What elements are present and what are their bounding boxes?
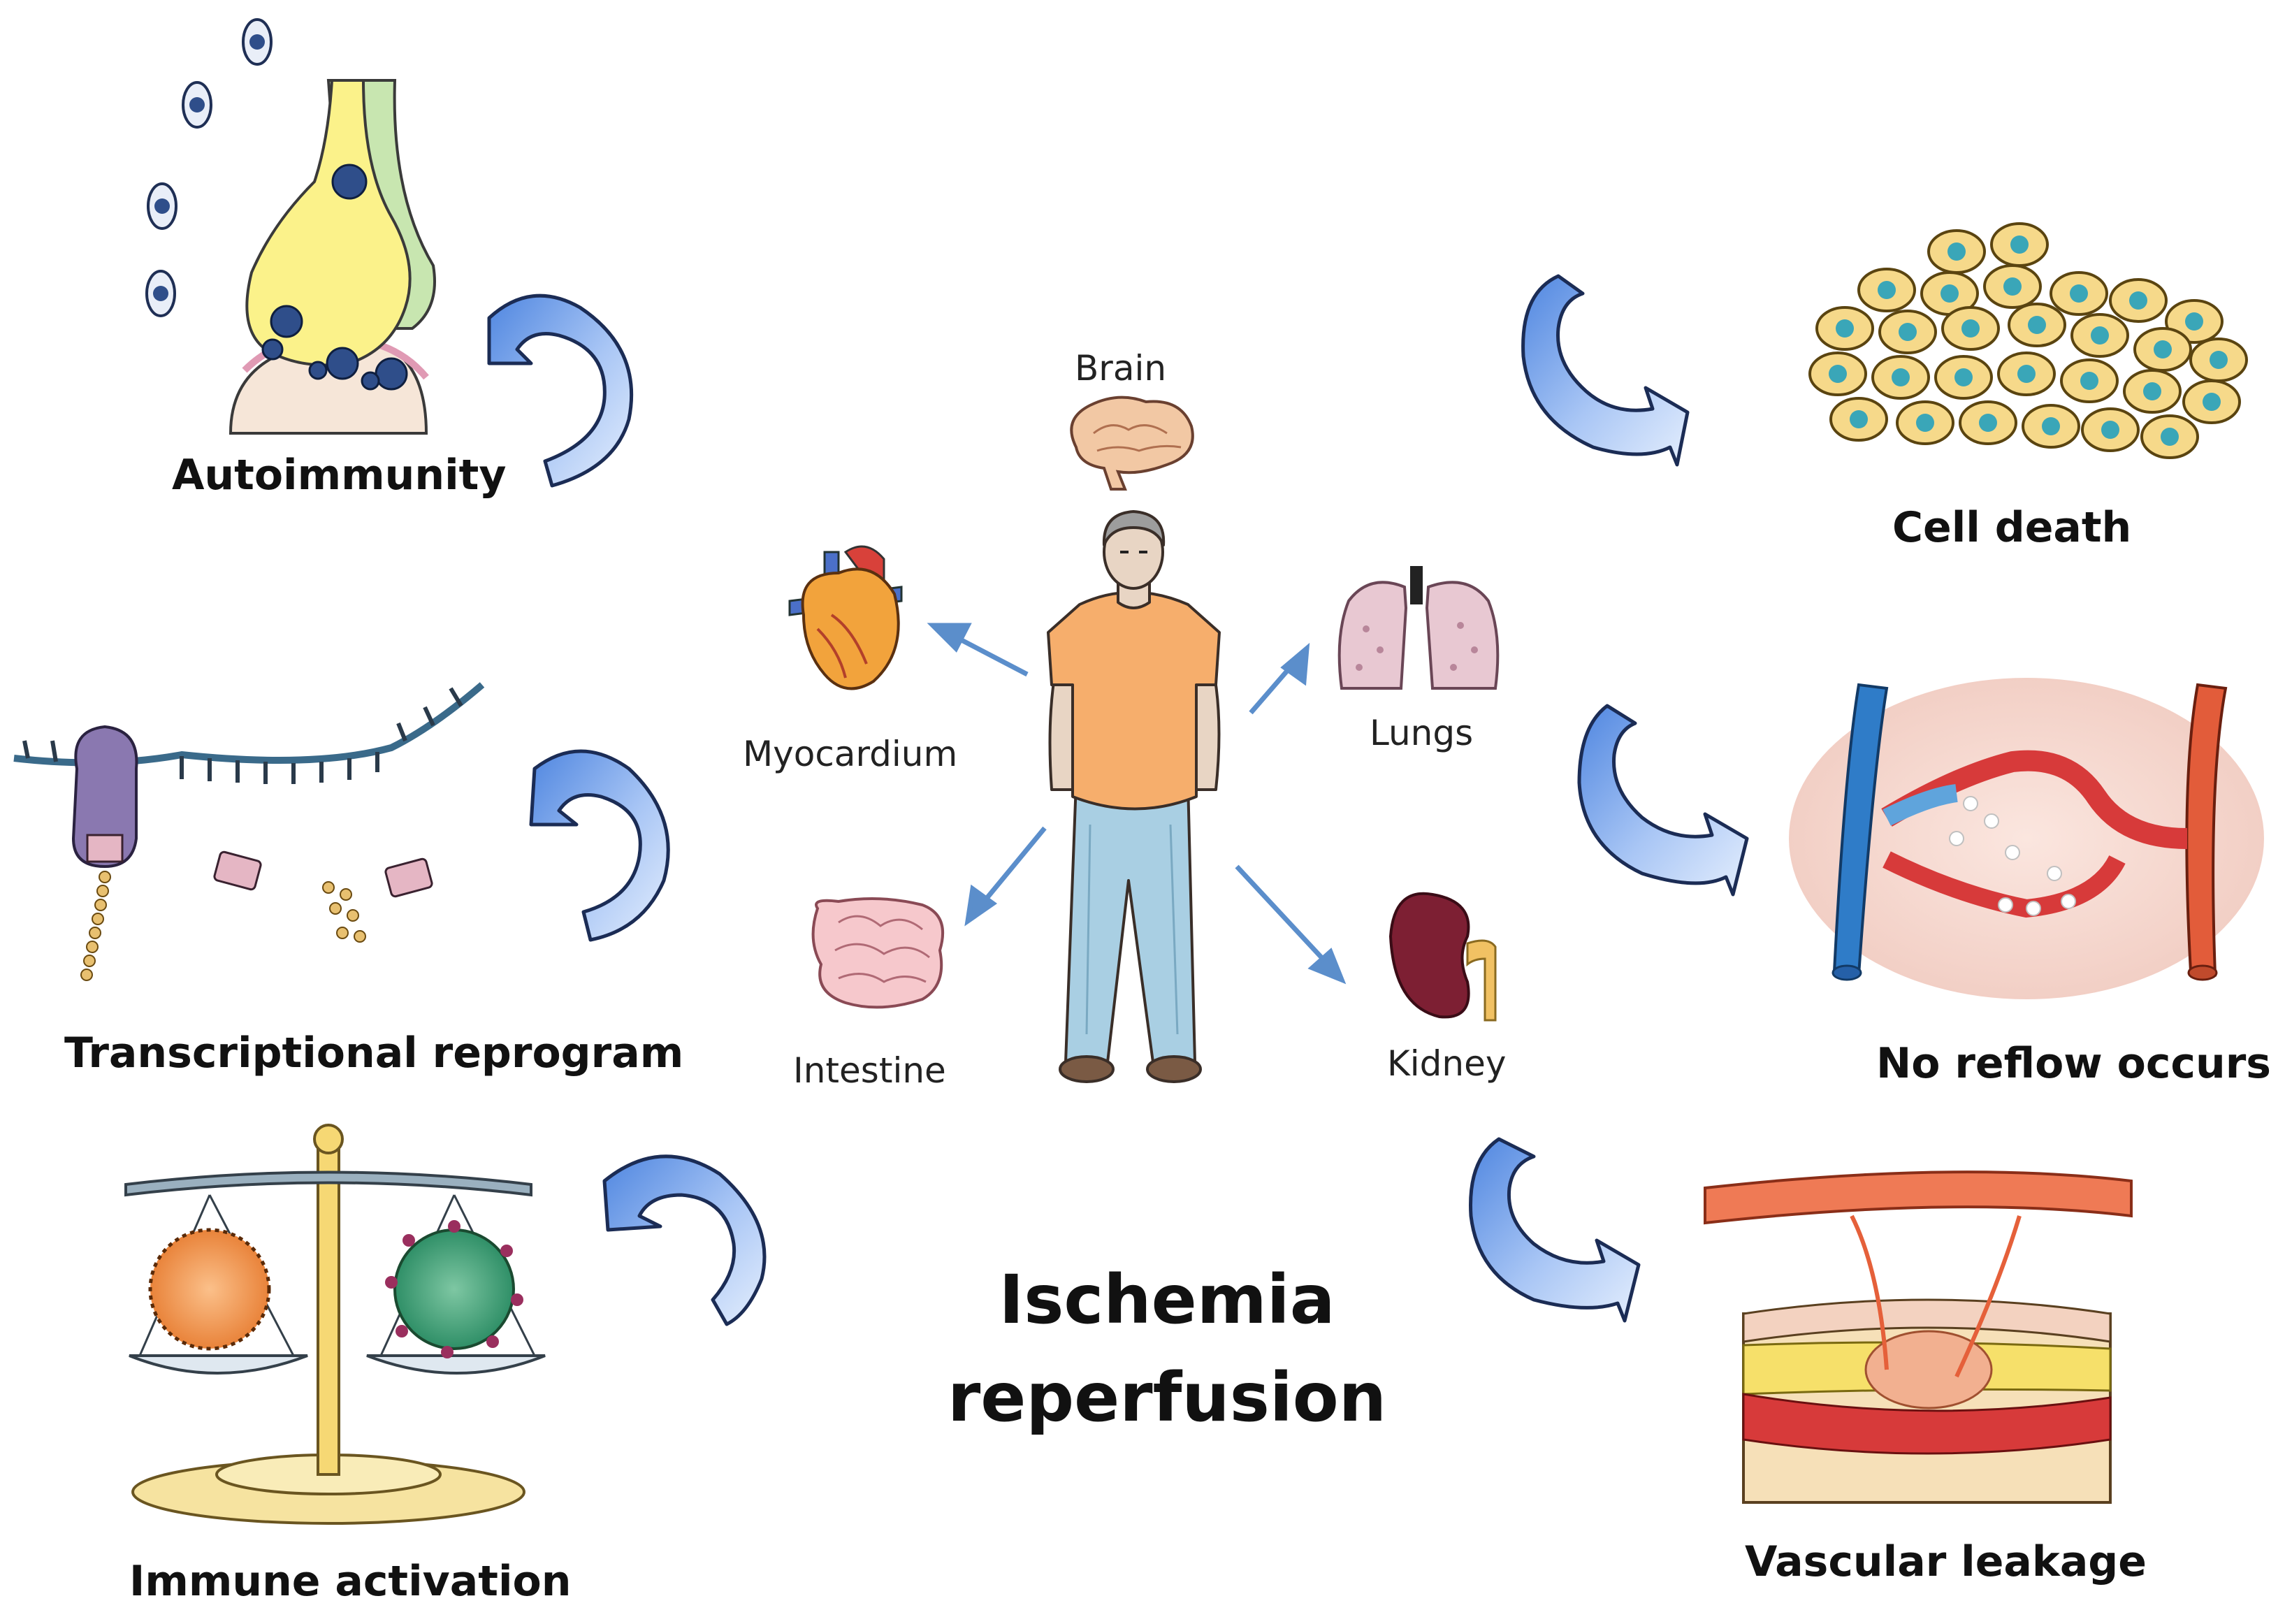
curved-arrow-no-reflow	[1577, 704, 1749, 897]
label-cell-death: Cell death	[1892, 503, 2132, 552]
vessel-no-reflow-image	[1789, 678, 2264, 999]
curved-arrow-immune	[602, 1154, 767, 1326]
curved-arrow-cell-death	[1521, 274, 1690, 467]
label-intestine: Intestine	[793, 1050, 946, 1091]
pointer-arrow-lungs	[1249, 642, 1310, 715]
label-autoimmunity: Autoimmunity	[172, 451, 507, 500]
cell-layer-image	[1808, 222, 2248, 459]
label-lungs: Lungs	[1370, 713, 1474, 753]
curved-arrow-autoimmunity	[487, 293, 634, 488]
curved-arrow-vascular-leakage	[1469, 1137, 1641, 1323]
tissue-leakage-image	[1704, 1170, 2133, 1504]
balance-scale-image	[124, 1124, 546, 1525]
label-brain: Brain	[1075, 348, 1167, 389]
title-line-2: reperfusion	[947, 1358, 1387, 1437]
label-myocardium: Myocardium	[743, 734, 958, 774]
label-kidney: Kidney	[1387, 1043, 1507, 1084]
pointer-arrow-intestine	[964, 826, 1047, 927]
heart-image	[788, 545, 903, 690]
intestine-image	[811, 897, 945, 1009]
label-immune-activation: Immune activation	[129, 1557, 572, 1606]
pointer-arrow-kidney	[1235, 864, 1347, 985]
label-transcriptional-reprogram: Transcriptional reprogram	[64, 1029, 684, 1078]
pointer-arrow-myocardium	[927, 623, 1029, 677]
label-vascular-leakage: Vascular leakage	[1745, 1537, 2147, 1586]
transcription-image	[13, 682, 485, 981]
human-figure	[1047, 510, 1221, 1083]
organ-pointer-arrows	[927, 623, 1347, 985]
curved-arrow-transcriptional	[529, 749, 670, 942]
title-line-1: Ischemia	[999, 1261, 1335, 1339]
label-no-reflow-occurs: No reflow occurs	[1876, 1039, 2271, 1088]
lungs-image	[1337, 566, 1500, 690]
synapse-image	[145, 18, 436, 435]
diagram-title: Ischemia reperfusion	[936, 1251, 1398, 1447]
brain-image	[1070, 396, 1194, 491]
kidney-image	[1388, 892, 1497, 1022]
